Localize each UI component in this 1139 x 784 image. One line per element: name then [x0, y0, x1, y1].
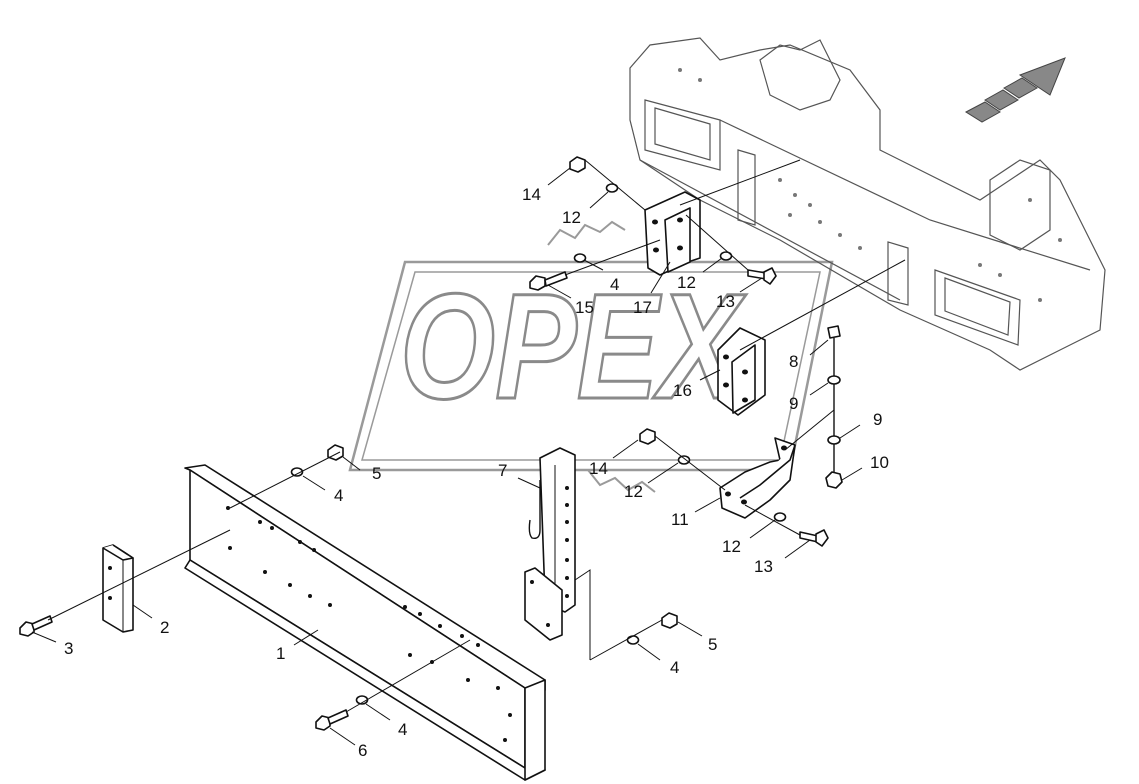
- callout-10: 10: [870, 453, 889, 472]
- callout-12-clamp: 12: [624, 482, 643, 501]
- callout-12-top: 12: [562, 208, 581, 227]
- callout-12-mid: 12: [677, 273, 696, 292]
- callout-13-bottom: 13: [754, 557, 773, 576]
- callout-17: 17: [633, 298, 652, 317]
- bracket-17: [644, 191, 701, 276]
- assembly-lines: [47, 159, 906, 713]
- fasteners: [19, 156, 829, 731]
- callout-4-left: 4: [334, 486, 343, 505]
- callout-5-left: 5: [372, 464, 381, 483]
- upright-bracket-7: [524, 447, 576, 641]
- callout-leaders: [31, 167, 863, 746]
- callout-2: 2: [160, 618, 169, 637]
- callout-11: 11: [671, 510, 689, 529]
- vehicle-frame: [629, 37, 1106, 371]
- bolt-8-assembly: [825, 325, 843, 489]
- callout-16: 16: [673, 381, 692, 400]
- callout-14-mid: 14: [589, 459, 608, 478]
- bracket-16: [717, 327, 766, 416]
- callout-13-top: 13: [716, 292, 735, 311]
- callout-12-bottom: 12: [722, 537, 741, 556]
- callout-9-right: 9: [873, 410, 882, 429]
- callout-9-left: 9: [789, 394, 798, 413]
- callout-7: 7: [498, 461, 507, 480]
- callout-3: 3: [64, 639, 73, 658]
- clamp-11: [719, 437, 796, 519]
- callout-4-bottom: 4: [398, 720, 407, 739]
- direction-arrow-icon: [964, 57, 1066, 123]
- callout-15: 15: [575, 298, 594, 317]
- opex-watermark: OPEX: [348, 220, 834, 493]
- watermark-text: OPEX: [400, 262, 746, 430]
- bumper-beam-1: [184, 464, 546, 781]
- callout-6: 6: [358, 741, 367, 760]
- callout-4-top: 4: [610, 275, 619, 294]
- callout-5-right: 5: [708, 635, 717, 654]
- callout-labels: 14 12 4 15 17 12 13 16 8 9 9 10 14 12 11…: [64, 185, 889, 760]
- callout-4-right: 4: [670, 658, 679, 677]
- callout-1: 1: [276, 644, 285, 663]
- callout-14-top: 14: [522, 185, 541, 204]
- callout-8: 8: [789, 352, 798, 371]
- spacer-block-2: [102, 544, 134, 633]
